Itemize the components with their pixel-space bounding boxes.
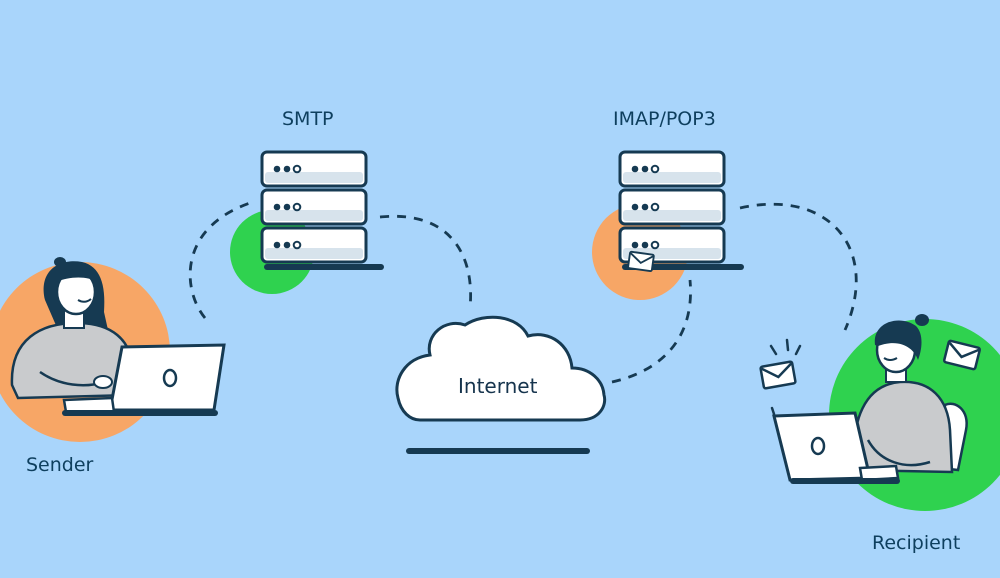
sender-laptop-icon xyxy=(108,343,226,412)
envelope-icon xyxy=(626,250,655,273)
recipient-person xyxy=(626,250,982,484)
connection-smtp-to-internet xyxy=(379,214,473,309)
sender-person xyxy=(10,257,226,416)
recipient-label: Recipient xyxy=(872,532,961,554)
connection-lines xyxy=(188,201,858,384)
connection-internet-to-imap xyxy=(611,279,692,384)
internet-label: Internet xyxy=(458,374,538,398)
connection-sender-to-smtp xyxy=(188,201,251,319)
envelope-icon xyxy=(759,360,797,390)
smtp-server-icon xyxy=(260,150,384,270)
smtp-label: SMTP xyxy=(282,108,334,130)
cloud-icon xyxy=(395,315,607,454)
sender-label: Sender xyxy=(26,454,94,476)
connection-imap-to-recipient xyxy=(739,202,858,331)
imap-pop3-label: IMAP/POP3 xyxy=(613,108,716,130)
recipient-laptop-icon xyxy=(772,411,872,482)
